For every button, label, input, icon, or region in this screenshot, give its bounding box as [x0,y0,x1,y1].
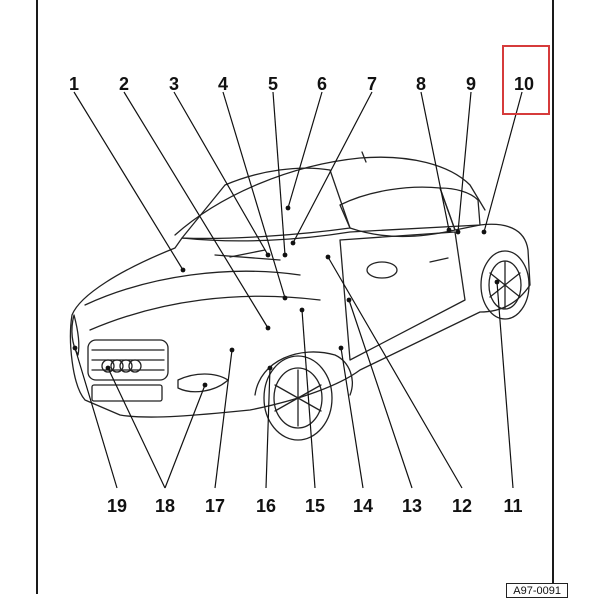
callout-12: 12 [452,496,472,516]
callout-3: 3 [169,74,179,94]
leader-18b [164,384,206,489]
callout-8: 8 [416,74,426,94]
leader-9 [457,91,472,233]
leader-18a [107,367,166,489]
leader-1 [73,91,184,271]
callout-7: 7 [367,74,377,94]
hood-line [84,270,301,306]
callout-11: 11 [503,496,522,516]
page-border-right [552,0,554,594]
highlight-box-callout-10 [502,45,550,115]
hood-crease [89,295,321,331]
callout-4: 4 [218,74,228,94]
leader-19 [74,347,118,489]
roof-antenna [361,151,367,163]
rear-wheel [480,250,530,320]
front-wheel-arch [254,351,353,396]
leader-3 [173,91,269,256]
leader-15 [301,309,316,489]
leader-4 [222,91,286,299]
front-grille [87,339,169,381]
callout-1: 1 [69,74,79,94]
callout-15: 15 [305,496,325,516]
callout-9: 9 [466,74,476,94]
callout-13: 13 [402,496,422,516]
leader-6 [287,91,323,209]
front-wheel [263,355,333,441]
callout-10: 10 [514,74,534,94]
fog-light [71,314,80,356]
callout-19: 19 [107,496,127,516]
door-outline [339,231,466,361]
leader-10 [483,91,523,233]
leader-12 [327,256,463,489]
callout-6: 6 [317,74,327,94]
leader-5 [272,91,286,256]
callout-17: 17 [205,496,225,516]
leader-8 [420,91,450,231]
leader-2 [123,91,269,329]
figure-code-label: A97-0091 [506,583,568,598]
number-plate [91,384,163,402]
callout-5: 5 [268,74,278,94]
leader-14 [340,347,364,489]
callout-14: 14 [353,496,373,516]
leader-13 [348,299,413,489]
leader-17 [214,349,233,489]
door-handle [429,257,449,263]
wiper-cowl [214,254,281,261]
side-mirror [366,261,398,279]
callout-18: 18 [155,496,175,516]
page-border-left [36,0,38,594]
leader-11 [496,281,514,489]
callout-2: 2 [119,74,129,94]
leader-7 [292,91,373,244]
callout-16: 16 [256,496,276,516]
car-body-outline [69,223,531,418]
car-roof [174,156,486,236]
leader-16 [265,367,271,489]
